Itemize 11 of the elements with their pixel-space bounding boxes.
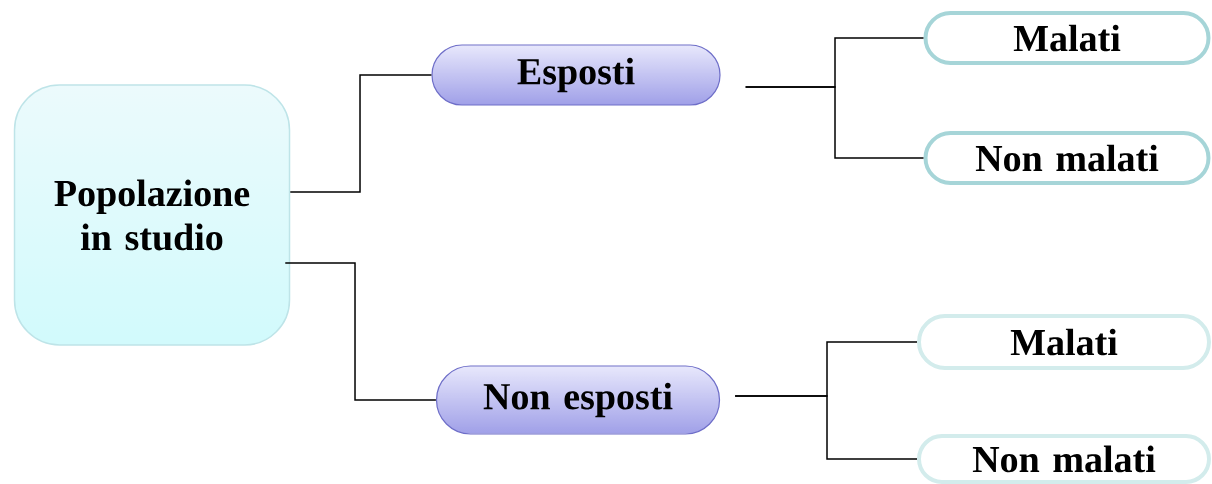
- connector-line: [744, 86, 925, 159]
- connector-line: [734, 395, 918, 460]
- group-box: Esposti: [431, 44, 721, 106]
- group-box: Non esposti: [435, 365, 721, 435]
- connector-line: [289, 74, 433, 193]
- outcome-box: Malati: [923, 11, 1211, 65]
- population-box: Popolazione in studio: [13, 84, 291, 346]
- outcome-box: Non malati: [917, 434, 1211, 484]
- connector-line: [284, 262, 437, 401]
- outcome-box: Malati: [917, 314, 1211, 370]
- outcome-box: Non malati: [923, 131, 1211, 185]
